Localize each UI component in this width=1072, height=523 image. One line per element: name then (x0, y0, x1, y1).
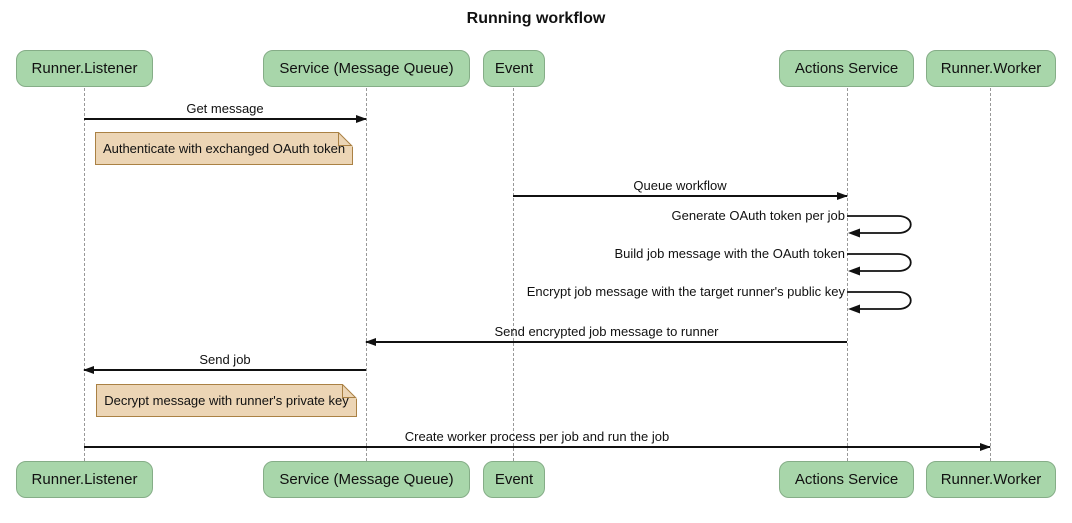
arrowhead-left-icon (83, 365, 94, 374)
arrow-line (513, 191, 848, 200)
actor-top-service-message-queue: Service (Message Queue) (263, 50, 470, 87)
lifeline-actions-service (847, 88, 848, 461)
actor-top-actions-service: Actions Service (779, 50, 914, 87)
self-loop-arrow (847, 253, 912, 276)
self-loop-arrow (847, 215, 912, 238)
message-label: Create worker process per job and run th… (404, 429, 670, 444)
message-label: Queue workflow (633, 178, 727, 193)
actor-top-runner-listener: Runner.Listener (16, 50, 153, 87)
arrowhead-right-icon (356, 114, 367, 123)
actor-top-runner-worker: Runner.Worker (926, 50, 1056, 87)
arrow-line (365, 337, 847, 346)
actor-bottom-runner-listener: Runner.Listener (16, 461, 153, 498)
actor-bottom-service-message-queue: Service (Message Queue) (263, 461, 470, 498)
arrow-line (84, 442, 991, 451)
note-decrypt-message: Decrypt message with runner's private ke… (96, 384, 357, 417)
message-label-build-job-message: Build job message with the OAuth token (614, 246, 845, 261)
self-loop-arrow (847, 291, 912, 314)
arrowhead-right-icon (980, 442, 991, 451)
note-fold-icon (338, 132, 353, 147)
actor-bottom-actions-service: Actions Service (779, 461, 914, 498)
diagram-title: Running workflow (466, 10, 606, 27)
arrow-line (84, 114, 367, 123)
actor-bottom-event: Event (483, 461, 545, 498)
note-text: Authenticate with exchanged OAuth token (102, 141, 346, 156)
actor-top-event: Event (483, 50, 545, 87)
arrowhead-right-icon (837, 191, 848, 200)
lifeline-runner-listener (84, 88, 85, 461)
message-label: Get message (186, 101, 264, 116)
message-label: Send encrypted job message to runner (494, 324, 719, 339)
lifeline-runner-worker (990, 88, 991, 461)
message-label-generate-oauth-token: Generate OAuth token per job (671, 208, 845, 223)
note-authenticate-oauth: Authenticate with exchanged OAuth token (95, 132, 353, 165)
note-text: Decrypt message with runner's private ke… (104, 393, 349, 408)
arrow-line (83, 365, 366, 374)
message-label-encrypt-job-message: Encrypt job message with the target runn… (526, 284, 845, 299)
note-fold-icon (342, 384, 357, 399)
lifeline-service-message-queue (366, 88, 367, 461)
actor-bottom-runner-worker: Runner.Worker (926, 461, 1056, 498)
message-label: Send job (199, 352, 251, 367)
lifeline-event (513, 88, 514, 461)
arrowhead-left-icon (365, 337, 376, 346)
